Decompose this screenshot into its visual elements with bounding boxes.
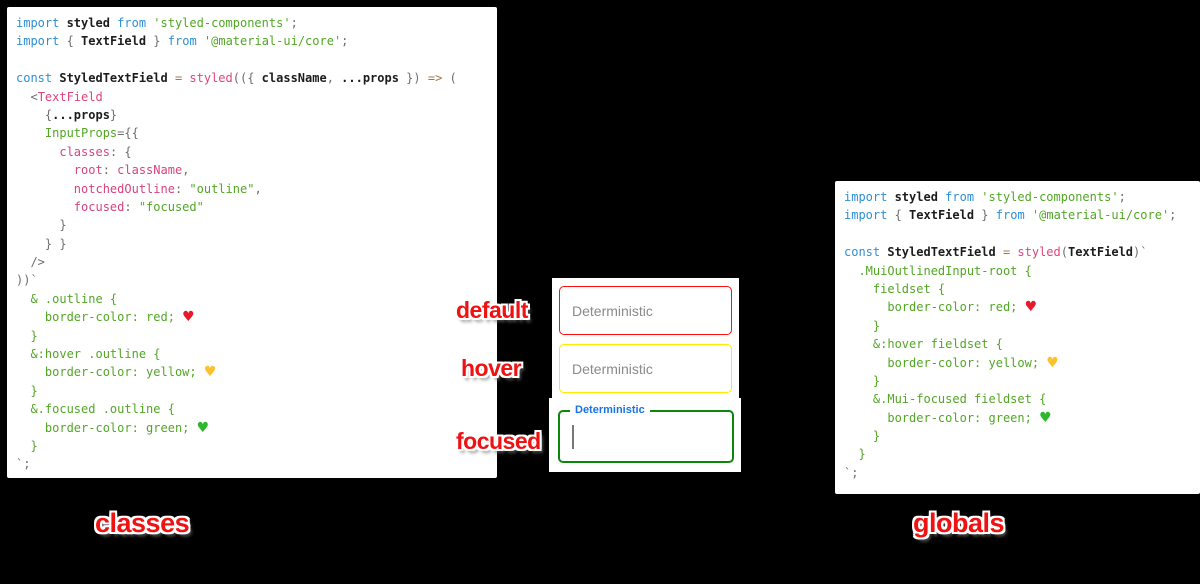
code-line: [844, 225, 1191, 243]
code-line: notchedOutline: "outline",: [73, 181, 262, 196]
code-line: }: [16, 383, 38, 398]
code-line: `;: [844, 465, 859, 480]
code-line: focused: "focused": [73, 199, 204, 214]
code-line: }: [844, 429, 881, 444]
textfield-hover[interactable]: [559, 344, 732, 393]
code-line: &:hover fieldset {: [844, 337, 1003, 352]
code-line: }: [16, 328, 38, 343]
code-line: import { TextField } from '@material-ui/…: [844, 208, 1177, 223]
code-line: border-color: yellow; ♥: [844, 354, 1059, 371]
caption-globals: globals: [913, 508, 1005, 538]
code-line: } }: [16, 236, 67, 251]
code-line: fieldset {: [844, 281, 946, 296]
code-line: <TextField: [16, 89, 103, 104]
text-caret: [572, 425, 574, 449]
code-line: import styled from 'styled-components';: [16, 16, 298, 30]
caption-classes: classes: [95, 508, 190, 538]
code-line: &.focused .outline {: [16, 402, 175, 417]
code-line: ))`: [16, 273, 38, 288]
code-line: import styled from 'styled-components';: [844, 190, 1126, 204]
code-line: border-color: green; ♥: [16, 419, 210, 436]
code-panel-classes: import styled from 'styled-components'; i…: [7, 7, 497, 478]
textfield-default-input[interactable]: [560, 287, 731, 334]
textfield-focused[interactable]: Deterministic: [558, 403, 734, 463]
code-line: const StyledTextField = styled(TextField…: [844, 245, 1148, 260]
code-line: [16, 51, 488, 69]
textfield-hover-input[interactable]: [560, 345, 731, 392]
code-line: border-color: yellow; ♥: [16, 364, 217, 381]
code-line: const StyledTextField = styled(({ classN…: [16, 71, 457, 86]
code-line: border-color: green; ♥: [844, 409, 1052, 426]
code-line: &:hover .outline {: [16, 347, 161, 362]
code-line: }: [16, 218, 67, 233]
textfield-default[interactable]: [559, 286, 732, 335]
code-block: import styled from 'styled-components'; i…: [7, 7, 497, 481]
textfield-focused-label: Deterministic: [570, 403, 650, 417]
code-line: classes: {: [59, 144, 132, 159]
caption-focused: focused: [456, 428, 541, 454]
code-line: &.Mui-focused fieldset {: [844, 392, 1047, 407]
code-line: border-color: red; ♥: [16, 309, 195, 326]
code-line: border-color: red; ♥: [844, 299, 1038, 316]
code-line: & .outline {: [16, 291, 118, 306]
code-line: `;: [16, 457, 31, 472]
code-line: }: [844, 447, 866, 462]
code-panel-globals: import styled from 'styled-components'; i…: [835, 181, 1200, 494]
code-line: .MuiOutlinedInput-root {: [844, 263, 1032, 278]
code-line: }: [844, 373, 881, 388]
code-line: import { TextField } from '@material-ui/…: [16, 34, 349, 49]
code-line: }: [844, 318, 881, 333]
caption-hover: hover: [461, 355, 522, 381]
caption-default: default: [456, 297, 528, 323]
code-line: InputProps={{: [44, 126, 139, 141]
textfield-focused-input[interactable]: [560, 412, 732, 461]
code-line: {...props}: [16, 107, 118, 122]
code-block: import styled from 'styled-components'; i…: [835, 181, 1200, 489]
code-line: root: className,: [73, 163, 190, 178]
code-line: />: [16, 255, 45, 270]
code-line: }: [16, 438, 38, 453]
